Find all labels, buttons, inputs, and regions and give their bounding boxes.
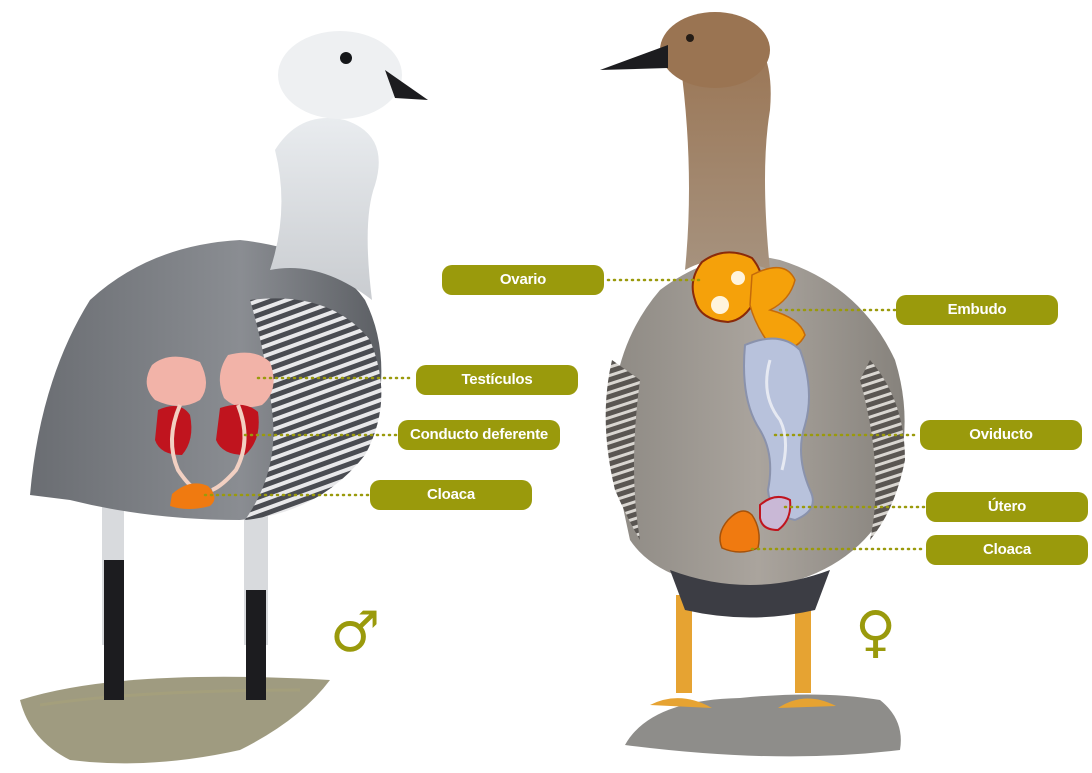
female-head [660,12,770,88]
female-beak [600,45,668,70]
male-head [278,31,402,119]
label-female-cloaca: Cloaca [926,535,1088,565]
label-utero: Útero [926,492,1088,522]
label-embudo: Embudo [896,295,1058,325]
label-conducto-deferente: Conducto deferente [398,420,560,450]
female-symbol-icon: ♀ [855,605,896,661]
label-ovario: Ovario [442,265,604,295]
label-testiculos: Testículos [416,365,578,395]
label-male-cloaca: Cloaca [370,480,532,510]
male-symbol-icon: ♂ [330,605,380,661]
label-oviducto: Oviducto [920,420,1082,450]
female-eye [686,34,694,42]
male-testis-left [147,357,206,406]
male-eye [340,52,352,64]
male-testis-right [220,353,274,408]
